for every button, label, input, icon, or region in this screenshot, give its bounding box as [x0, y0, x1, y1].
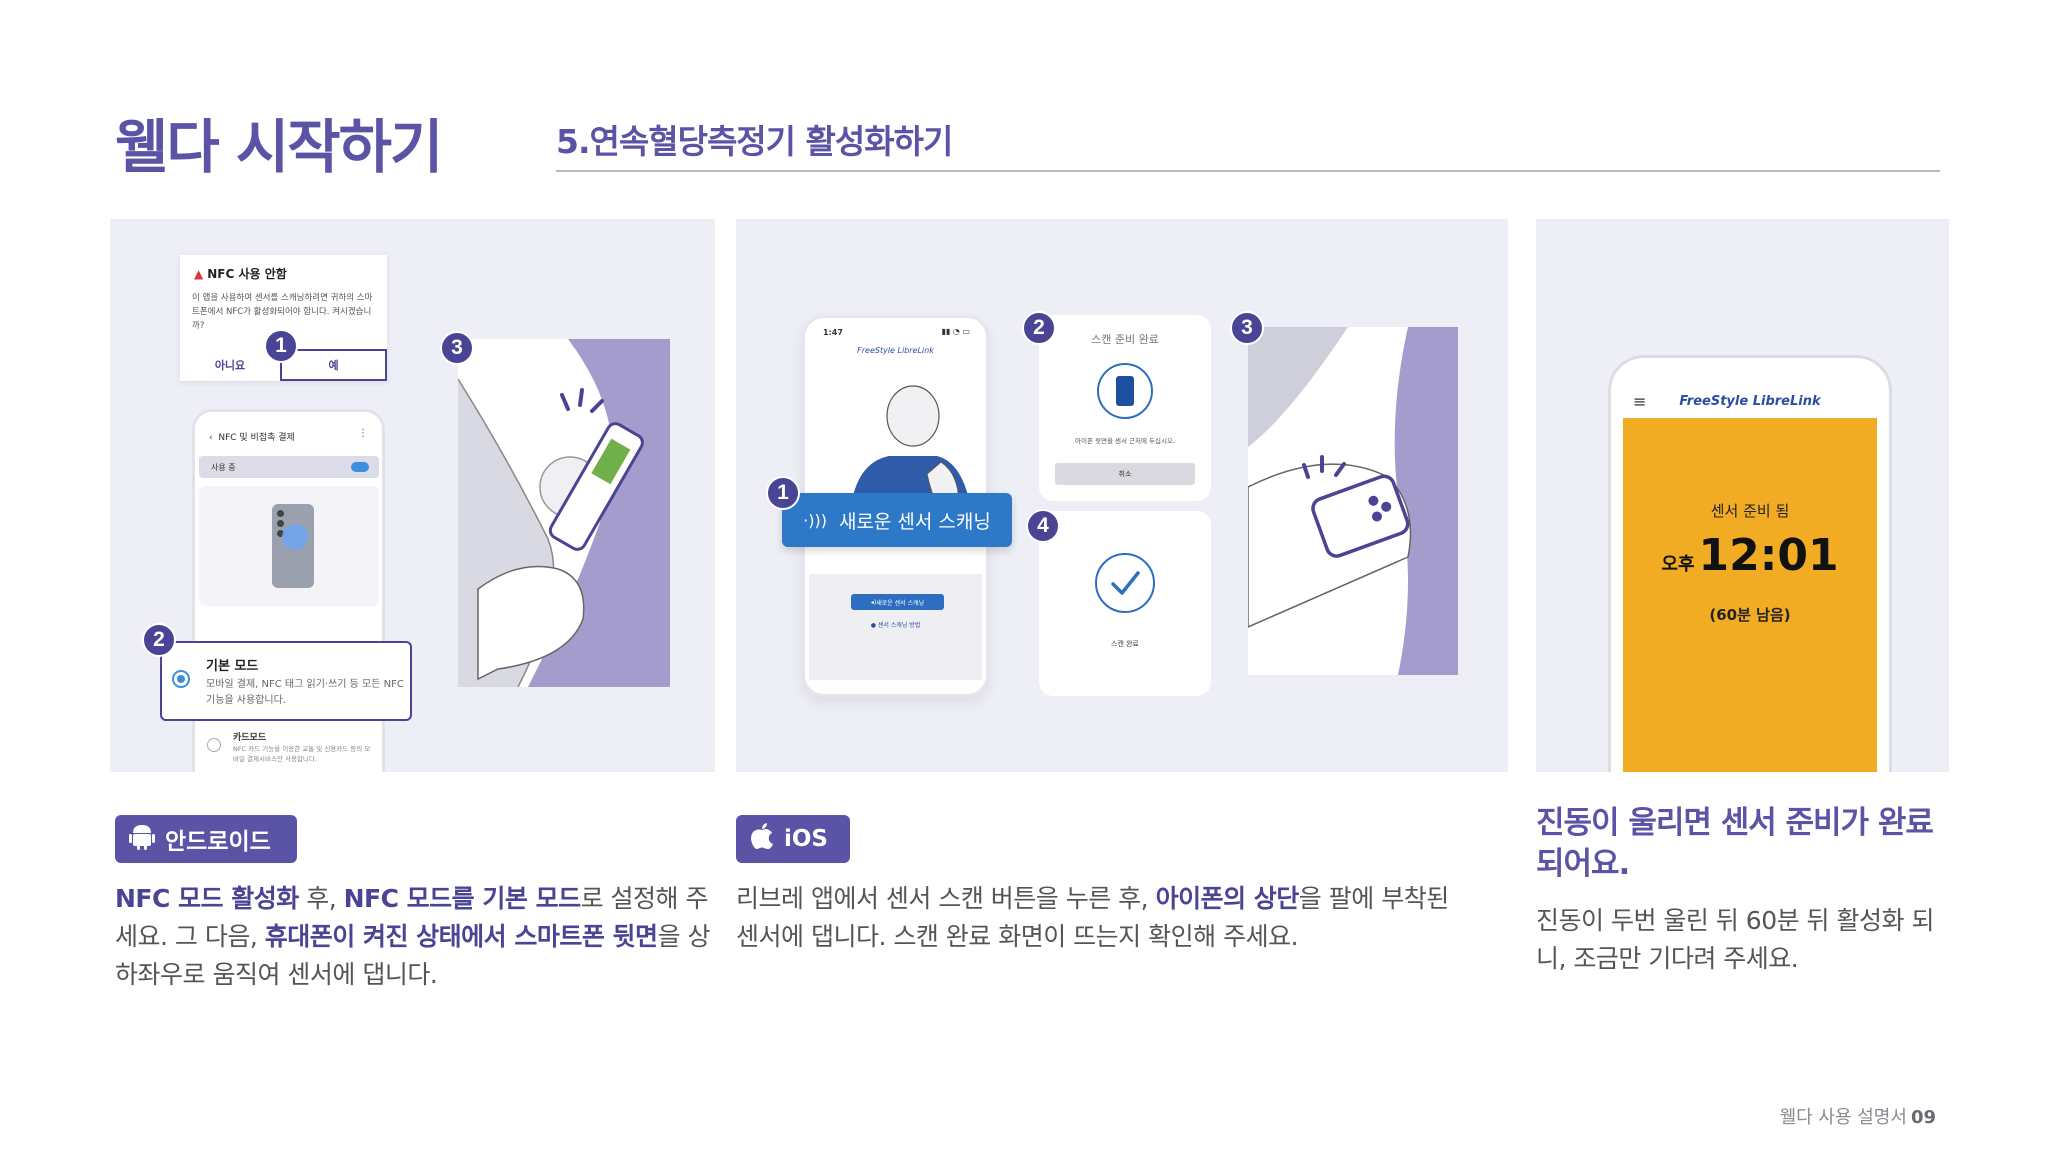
sensor-ready-label: 센서 준비 됨 [1710, 502, 1790, 520]
step-badge-3: 3 [440, 331, 474, 365]
librelink-logo: FreeStyle LibreLink [1679, 394, 1821, 409]
check-icon [1095, 553, 1155, 613]
scan-howto-link[interactable]: ● 센서 스캐닝 방법 [870, 622, 921, 629]
scan-ready-card: 스캔 준비 완료 아이폰 윗면을 센서 근처에 두십시오. 취소 [1039, 315, 1211, 501]
step-badge-1: 1 [766, 476, 800, 510]
cancel-button[interactable]: 취소 [1055, 463, 1195, 485]
nfc-dialog-no-button[interactable]: 아니요 [214, 359, 246, 372]
signal-icon: ▮▮ ◔ ▭ [941, 327, 970, 336]
phone-back-icon [272, 504, 314, 588]
ready-ampm: 오후 [1661, 554, 1695, 575]
step-title: 5.연속혈당측정기 활성화하기 [556, 122, 953, 161]
arm-scan-illustration [458, 339, 670, 687]
warning-icon: ▲ [194, 267, 204, 281]
scan-complete-label: 스캔 완료 [1111, 640, 1139, 648]
ready-clock: 오후12:01 [1623, 530, 1877, 581]
scan-complete-card: 스캔 완료 [1039, 511, 1211, 696]
card-mode-title: 카드모드 [233, 733, 267, 743]
title-divider [556, 170, 1940, 172]
scan-ready-title: 스캔 준비 완료 [1091, 333, 1159, 346]
scan-ready-desc: 아이폰 윗면을 센서 근처에 두십시오. [1074, 437, 1176, 445]
android-badge: 안드로이드 [115, 815, 297, 863]
more-icon: ⋮ [358, 428, 368, 439]
ios-badge-label: iOS [784, 826, 829, 852]
basic-mode-radio[interactable] [172, 670, 190, 688]
page-number: 09 [1910, 1107, 1936, 1128]
ios-badge: iOS [736, 815, 850, 863]
card-mode-desc: NFC 카드 기능을 이용한 교통 및 신용카드 등의 모바일 결제서비스만 사… [233, 745, 371, 763]
menu-icon[interactable]: ≡ [1633, 392, 1647, 411]
sensor-ready-panel: ≡ FreeStyle LibreLink 센서 준비 됨 오후12:01 (6… [1536, 219, 1949, 772]
android-icon [129, 822, 155, 857]
step-badge-3: 3 [1230, 311, 1264, 345]
nfc-toggle[interactable] [351, 462, 369, 472]
step-badge-4: 4 [1026, 509, 1060, 543]
android-illustration-panel: ▲NFC 사용 안함 이 앱을 사용하여 센서를 스캐닝하려면 귀하의 스마트폰… [110, 219, 715, 772]
settings-title: NFC 및 비접촉 결제 [218, 433, 295, 443]
step-badge-2: 2 [1022, 311, 1056, 345]
nfc-waves-icon: ·))) [803, 510, 827, 530]
ready-instructions: 진동이 두번 울린 뒤 60분 뒤 활성화 되니, 조금만 기다려 주세요. [1536, 906, 1934, 973]
basic-mode-desc: 모바일 결제, NFC 태그 읽기·쓰기 등 모든 NFC 기능을 사용합니다. [206, 679, 404, 706]
nfc-position-card [199, 486, 379, 606]
step-badge-2: 2 [142, 623, 176, 657]
iphone-arm-scan-illustration [1248, 327, 1458, 675]
basic-mode-title: 기본 모드 [206, 659, 259, 674]
card-mode-radio[interactable] [207, 738, 221, 752]
step-badge-1: 1 [264, 329, 298, 363]
apple-icon [750, 822, 774, 857]
basic-mode-option[interactable]: 기본 모드 모바일 결제, NFC 태그 읽기·쓰기 등 모든 NFC 기능을 … [160, 641, 412, 721]
mini-scan-button[interactable]: ◂) 새로운 센서 스캐닝 [851, 594, 944, 610]
android-badge-label: 안드로이드 [165, 829, 271, 855]
phone-scan-icon [1097, 363, 1153, 419]
footer-label: 웰다 사용 설명서 [1779, 1107, 1907, 1128]
nfc-dialog-title: NFC 사용 안함 [207, 267, 287, 281]
brand-title: 웰다 시작하기 [115, 113, 443, 181]
ready-title: 진동이 울리면 센서 준비가 완료 되어요. [1536, 805, 1934, 882]
ios-illustration-panel: 1:47 ▮▮ ◔ ▭ FreeStyle LibreLink ◂) 새로운 센… [736, 219, 1508, 772]
status-time: 1:47 [823, 328, 843, 337]
back-arrow-icon: ‹ [209, 433, 213, 443]
android-instructions: NFC 모드 활성화 후, NFC 모드를 기본 모드로 설정해 주세요. 그 … [115, 884, 711, 989]
nfc-dialog-body: 이 앱을 사용하여 센서를 스캐닝하려면 귀하의 스마트폰에서 NFC가 활성화… [192, 293, 373, 331]
sensor-ready-screen: 센서 준비 됨 오후12:01 (60분 남음) [1623, 418, 1877, 772]
ios-instructions: 리브레 앱에서 센서 스캔 버튼을 누른 후, 아이폰의 상단을 팔에 부착된 … [736, 884, 1449, 951]
scan-new-sensor-button[interactable]: ·))) 새로운 센서 스캐닝 [782, 493, 1012, 547]
nfc-dialog-yes-button[interactable]: 예 [280, 349, 387, 381]
ready-time: 12:01 [1698, 530, 1839, 581]
nfc-use-row: 사용 중 [199, 456, 379, 478]
librelink-logo: FreeStyle LibreLink [857, 346, 934, 355]
remaining-time: (60분 남음) [1709, 606, 1791, 624]
sensor-ready-phone: ≡ FreeStyle LibreLink 센서 준비 됨 오후12:01 (6… [1608, 355, 1892, 772]
nfc-use-label: 사용 중 [211, 463, 236, 472]
